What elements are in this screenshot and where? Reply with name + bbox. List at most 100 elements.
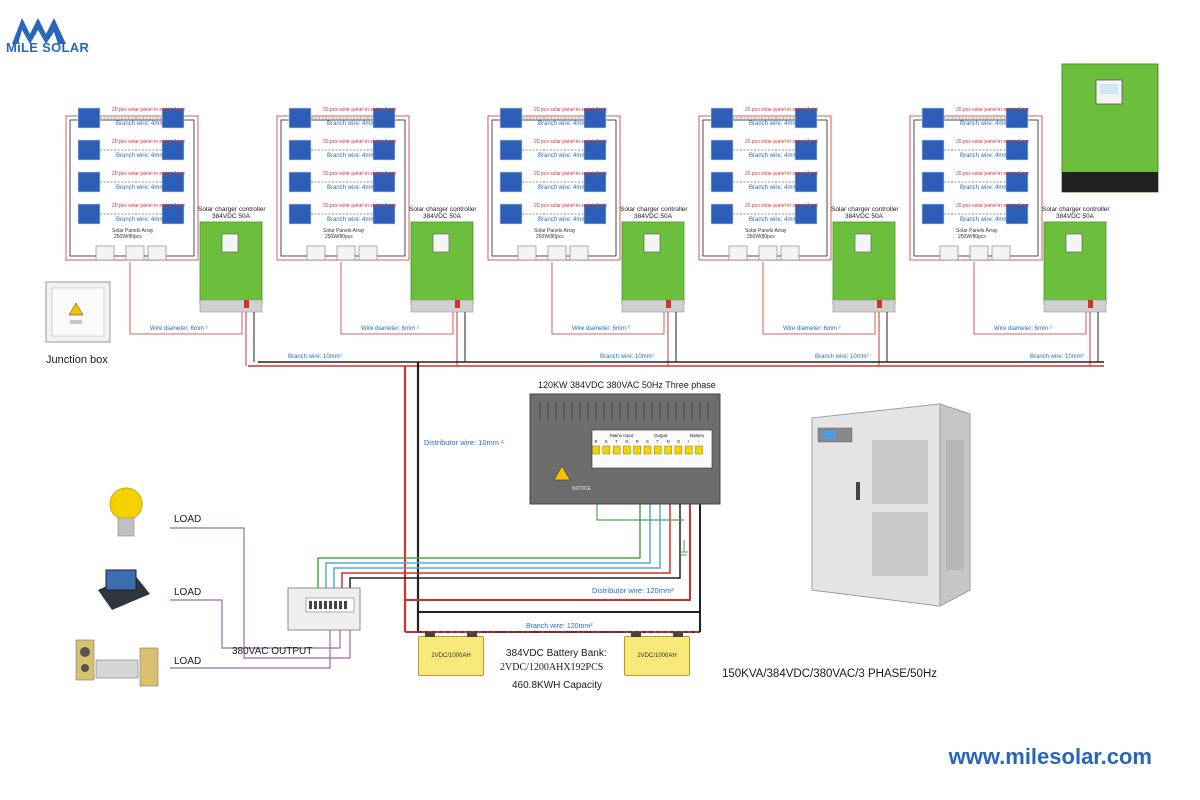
ac-output-wires xyxy=(317,470,688,595)
array-sub-label: 250W/80pcs xyxy=(114,234,142,240)
charge-controller-base xyxy=(199,299,263,313)
combiner-box xyxy=(939,245,959,261)
string-description: 20 pcs solar panel in series 1 set xyxy=(956,171,1029,177)
controller-terminal-positive xyxy=(455,300,460,308)
solar-array-group: 20 pcs solar panel in series 1 setBranch… xyxy=(276,107,477,366)
charge-controller-display xyxy=(854,233,872,253)
solar-panel xyxy=(710,139,734,161)
battery-bank-capacity: 460.8KWH Capacity xyxy=(512,680,603,691)
solar-panel xyxy=(372,171,396,193)
solar-panel xyxy=(794,203,818,225)
controller-spec: 384VDC 50A xyxy=(634,213,673,220)
solar-panel xyxy=(77,171,101,193)
junction-box xyxy=(45,281,111,343)
solar-panel xyxy=(794,107,818,129)
solar-panel xyxy=(372,107,396,129)
stereo-icon xyxy=(75,639,159,687)
solar-panel xyxy=(372,203,396,225)
solar-panel xyxy=(710,107,734,129)
solar-panel xyxy=(1005,203,1029,225)
battery-links: Branch wire: 120mm² xyxy=(484,623,624,633)
solar-panel xyxy=(499,139,523,161)
string-description: 20 pcs solar panel in series 1 set xyxy=(323,139,396,145)
solar-arrays: 20 pcs solar panel in series 1 setBranch… xyxy=(65,107,1110,366)
inverter-title: 120KW 384VDC 380VAC 50Hz Three phase xyxy=(538,380,716,390)
string-description: 20 pcs solar panel in series 1 set xyxy=(323,107,396,113)
solar-array-group: 20 pcs solar panel in series 1 setBranch… xyxy=(909,107,1110,366)
string-description: 20 pcs solar panel in series 1 set xyxy=(112,203,185,209)
bus-branch-label: Branch wire: 10mm² xyxy=(288,354,342,360)
ups-spec: 150KVA/384VDC/380VAC/3 PHASE/50Hz xyxy=(722,668,937,680)
charge-controller-display xyxy=(432,233,450,253)
string-description: 20 pcs solar panel in series 1 set xyxy=(534,107,607,113)
controller-title: Solar charger controller xyxy=(1042,206,1110,213)
combiner-box xyxy=(336,245,356,261)
terminal-block xyxy=(695,445,703,455)
solar-panel xyxy=(583,107,607,129)
inverter-mains-input-label: Mains Input xyxy=(610,433,634,438)
controller-terminal-positive xyxy=(666,300,671,308)
string-branch-label: Branch wire: 4mm² xyxy=(960,185,1010,191)
combiner-box xyxy=(780,245,800,261)
terminal-block xyxy=(684,445,693,455)
string-branch-label: Branch wire: 4mm² xyxy=(749,153,799,159)
terminal-label: R xyxy=(636,439,639,444)
solar-panel xyxy=(921,107,945,129)
wire-diameter-label: Wire diameter: 6mm ² xyxy=(994,326,1052,332)
string-branch-label: Branch wire: 4mm² xyxy=(960,217,1010,223)
brand-name: MiLE SOLAR xyxy=(6,40,90,55)
distributor-wire-label-2: Distributor wire: 120mm² xyxy=(592,586,674,595)
inverter-battery-label: Battery xyxy=(690,433,705,438)
combiner-box xyxy=(306,245,326,261)
solar-panel xyxy=(1005,139,1029,161)
string-branch-label: Branch wire: 4mm² xyxy=(538,185,588,191)
solar-panel xyxy=(161,171,185,193)
inverter-output-label: Output xyxy=(654,433,668,438)
load-label: LOAD xyxy=(174,656,202,667)
distributor-wires xyxy=(403,362,701,633)
computer-icon xyxy=(98,569,150,610)
terminal-block xyxy=(674,445,683,455)
controller-wire xyxy=(129,262,243,335)
battery-bank-config: 2VDC/1200AHX192PCS xyxy=(500,662,604,673)
string-branch-label: Branch wire: 4mm² xyxy=(538,121,588,127)
solar-panel xyxy=(583,139,607,161)
string-branch-label: Branch wire: 4mm² xyxy=(116,121,166,127)
solar-panel xyxy=(794,171,818,193)
array-sub-label: 250W/80pcs xyxy=(747,234,775,240)
array-label: Solar Panels Array xyxy=(956,228,998,234)
junction-box-label: Junction box xyxy=(46,354,108,366)
combiner-box xyxy=(758,245,778,261)
array-label: Solar Panels Array xyxy=(112,228,154,234)
solar-panel xyxy=(921,139,945,161)
combiner-box xyxy=(95,245,115,261)
solar-panel xyxy=(288,171,312,193)
controller-title: Solar charger controller xyxy=(620,206,688,213)
controller-terminal-positive xyxy=(1088,300,1093,308)
string-description: 20 pcs solar panel in series 1 set xyxy=(534,139,607,145)
charge-controller-display xyxy=(643,233,661,253)
string-branch-label: Branch wire: 4mm² xyxy=(749,185,799,191)
string-branch-label: Branch wire: 4mm² xyxy=(749,121,799,127)
solar-panel xyxy=(161,203,185,225)
string-description: 20 pcs solar panel in series 1 set xyxy=(323,203,396,209)
mppt-controller-display xyxy=(1061,63,1159,193)
solar-panel xyxy=(77,203,101,225)
charge-controller-base xyxy=(832,299,896,313)
solar-panel xyxy=(583,203,607,225)
dc-bus: Branch wire: 10mm² Branch wire: 10mm² Br… xyxy=(248,354,1104,367)
string-branch-label: Branch wire: 4mm² xyxy=(960,153,1010,159)
terminal-label: T xyxy=(656,439,659,444)
battery-cell: 2VDC/1000AH xyxy=(624,632,690,676)
website-link[interactable]: www.milesolar.com xyxy=(948,744,1152,769)
bus-branch-label: Branch wire: 10mm² xyxy=(1030,354,1084,360)
combiner-box xyxy=(569,245,589,261)
terminal-block xyxy=(664,445,672,455)
terminal-label: + xyxy=(687,439,690,444)
battery-cell-label: 2VDC/1000AH xyxy=(637,653,677,659)
controller-spec: 384VDC 50A xyxy=(212,213,251,220)
controller-spec: 384VDC 50A xyxy=(423,213,462,220)
terminal-label: - xyxy=(698,439,700,444)
solar-panel xyxy=(710,203,734,225)
terminal-label: N xyxy=(667,439,670,444)
